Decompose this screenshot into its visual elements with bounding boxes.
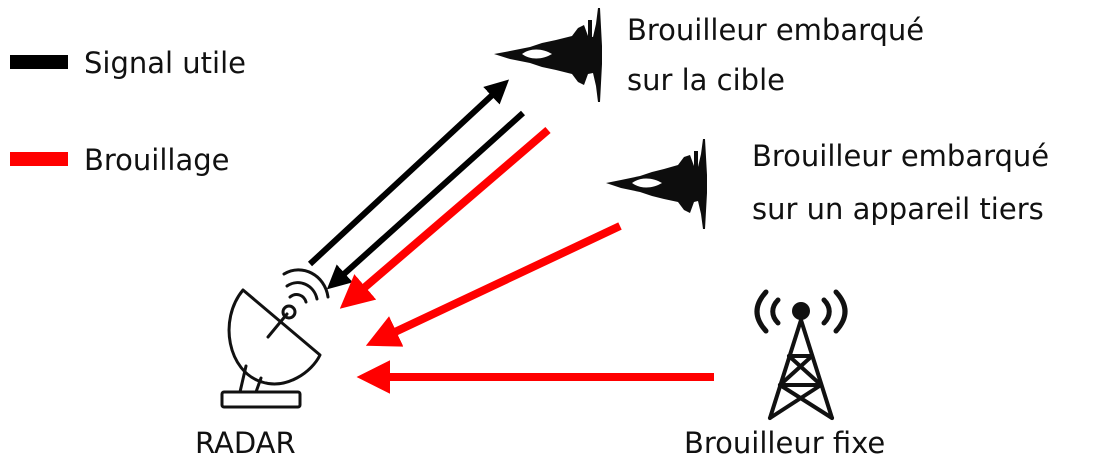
fighter-jet-icon (494, 8, 602, 102)
radar-mast-left (238, 364, 248, 394)
radar-feed-horn (281, 304, 297, 320)
useful-signal-arrow-return (326, 110, 526, 290)
legend: Signal utile Brouillage (10, 46, 246, 177)
escort-jet-canopy (632, 178, 662, 188)
tower-wave-right-inner (821, 297, 832, 326)
target-jammer-label-line2: sur la cible (627, 63, 785, 97)
legend-label-jamming: Brouillage (84, 143, 230, 177)
tower-wave-right-outer (833, 289, 848, 334)
radar-feed-arm (266, 312, 289, 339)
radar-wave-1 (288, 293, 308, 304)
radar-dish (227, 288, 322, 386)
target-jammer-label-line1: Brouilleur embarqué (627, 13, 924, 47)
fighter-jet-icon (606, 139, 707, 229)
escort-jammer-label-line1: Brouilleur embarqué (752, 139, 1049, 173)
tower-wave-left-outer (754, 289, 769, 334)
target-jet-fin (588, 20, 592, 38)
useful-signal-arrow-outbound (307, 79, 510, 267)
legend-label-useful-signal: Signal utile (84, 46, 246, 80)
tower-frame (768, 318, 834, 420)
radar-mast-right (254, 376, 263, 394)
escort-jet-fin (694, 151, 698, 169)
radar-label: RADAR (195, 426, 296, 457)
tower-wave-left-inner (770, 297, 781, 326)
fixed-jammer-label: Brouilleur fixe (684, 426, 885, 457)
target-jet-canopy (522, 49, 552, 59)
radio-tower-icon (754, 289, 848, 420)
tower-antenna (792, 302, 810, 320)
radar-wave-2 (285, 281, 319, 301)
escort-jammer-label-line2: sur un appareil tiers (752, 192, 1044, 226)
radar-wave-3 (282, 268, 330, 299)
radar-dish-icon (220, 268, 330, 409)
signal-arrows (307, 79, 714, 394)
jamming-arrow-from-target (339, 126, 551, 309)
jamming-arrow-from-escort (365, 222, 622, 347)
radar-base (220, 390, 302, 409)
legend-swatch-jamming (10, 152, 68, 166)
legend-swatch-useful-signal (10, 55, 68, 69)
